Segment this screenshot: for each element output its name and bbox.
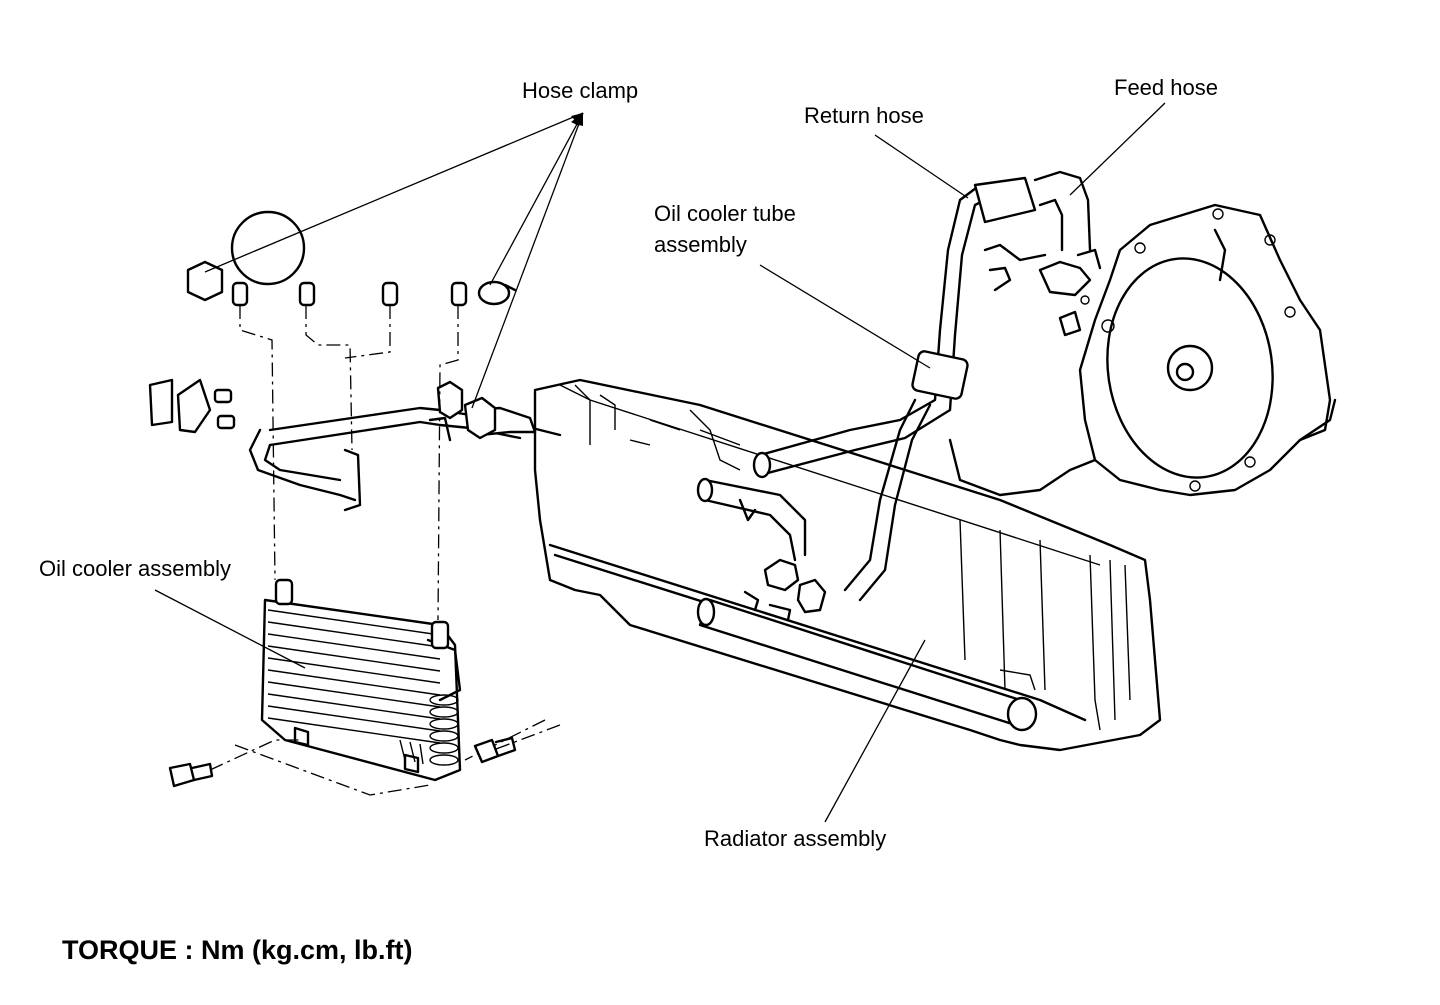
label-oil-cooler-tube-line1: Oil cooler tube — [654, 201, 796, 226]
label-oil-cooler-tube-line2: assembly — [654, 232, 747, 257]
transaxle-housing — [948, 203, 1337, 497]
oil-cooler-tube-assembly — [696, 170, 1092, 602]
oil-cooler — [260, 578, 462, 782]
label-hose-clamp: Hose clamp — [522, 78, 639, 103]
label-return-hose: Return hose — [804, 103, 924, 128]
transaxle-clamps — [1038, 248, 1102, 337]
radiator-lower-tube — [696, 597, 1038, 732]
left-brackets — [148, 378, 236, 434]
alignment-lines — [209, 305, 561, 796]
torque-note: TORQUE : Nm (kg.cm, lb.ft) — [62, 935, 413, 965]
label-radiator-assembly: Radiator assembly — [704, 826, 887, 851]
label-feed-hose: Feed hose — [1114, 75, 1218, 100]
radiator — [533, 378, 1162, 752]
radiator-clamps — [743, 558, 827, 622]
oil-cooler-lines — [186, 210, 562, 512]
leader-lines — [154, 102, 1166, 823]
label-oil-cooler-assembly: Oil cooler assembly — [39, 556, 231, 581]
mounting-bolts — [168, 736, 517, 788]
